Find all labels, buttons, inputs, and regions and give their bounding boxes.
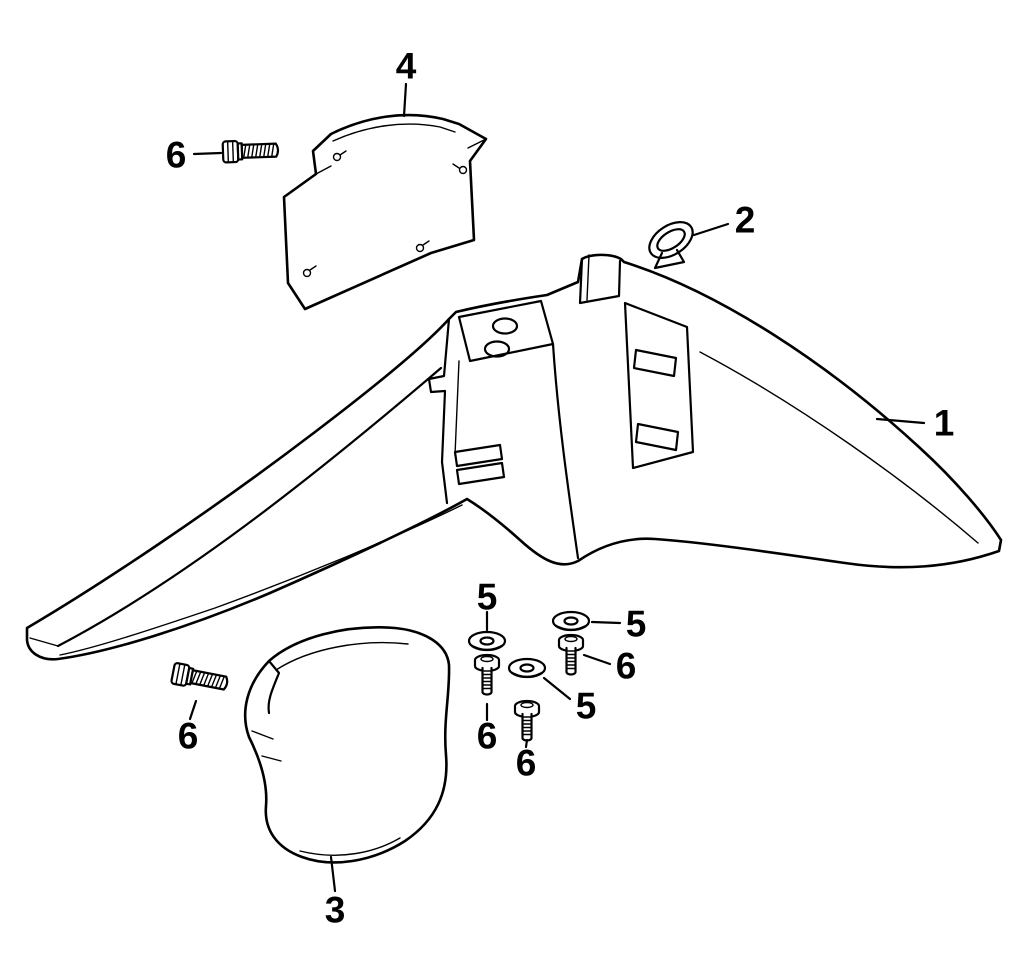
callout-part-6-d: 6 <box>476 715 498 757</box>
bolt-shape <box>221 139 280 164</box>
callout-part-2: 2 <box>734 199 756 241</box>
callout-part-6-c: 6 <box>177 715 199 757</box>
callout-part-6-e: 6 <box>515 742 537 784</box>
callout-part-4: 4 <box>395 45 417 87</box>
callout-part-6-a: 6 <box>165 134 187 176</box>
bolt-shape <box>557 633 585 676</box>
upper-shield-panel-shape <box>282 113 488 311</box>
bolt-shape <box>473 653 501 696</box>
callout-part-6-b: 6 <box>615 645 637 687</box>
retaining-clip-shape <box>648 221 694 270</box>
lower-cover-panel-shape <box>243 626 451 864</box>
bolt-shape <box>513 699 541 742</box>
callout-part-3: 3 <box>324 889 346 931</box>
leader-lines <box>188 82 926 893</box>
front-fender-shape <box>25 253 1003 661</box>
washer-shape <box>467 630 507 652</box>
callout-part-5-b: 5 <box>625 603 647 645</box>
callout-part-5-c: 5 <box>575 685 597 727</box>
washer-shape <box>507 657 547 679</box>
callout-part-1: 1 <box>933 402 955 444</box>
washer-shape <box>551 610 591 632</box>
bolt-shape <box>170 662 229 691</box>
callout-part-5-a: 5 <box>476 576 498 618</box>
